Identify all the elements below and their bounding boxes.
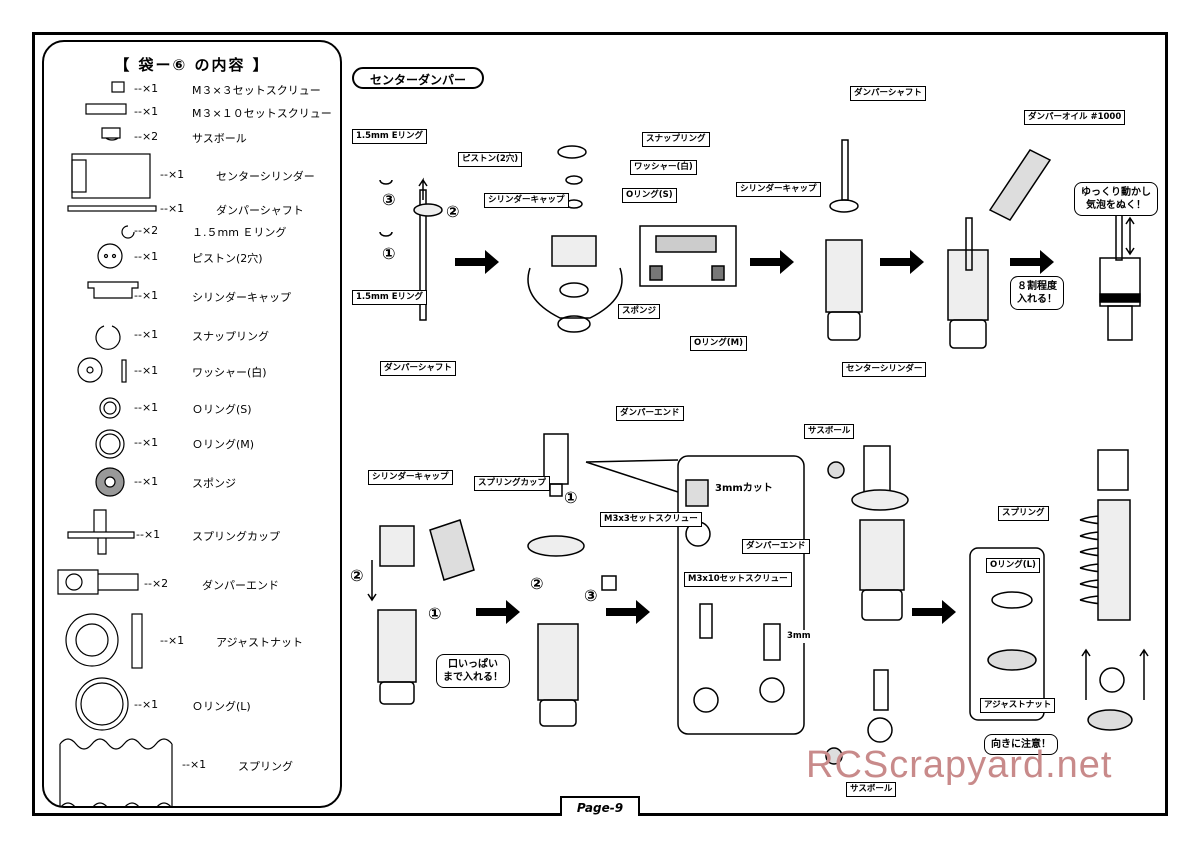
sus-ball-icon [101,127,121,141]
damper-shaft-icon [67,205,157,212]
label-damper-oil: ダンパーオイル #1000 [1024,110,1126,125]
label-sus-ball-2: サスボール [846,782,897,797]
label-cut-3mm: 3mmカット [712,482,776,495]
oring-s-icon [99,397,121,419]
label-sus-ball-1: サスボール [804,424,855,439]
label-snap-ring: スナップリング [642,132,710,147]
label-damper-shaft-1: ダンパーシャフト [380,361,456,376]
step-number: ① [564,488,578,507]
label-washer: ワッシャー(白) [630,160,697,175]
section-title: センターダンパー [352,67,485,89]
step-arrow-icons [455,250,1054,624]
step-number: ① [382,244,396,263]
label-e-ring-top: 1.5mm Eリング [352,129,428,144]
piston-icon [97,243,123,269]
parts-list-panel: 【 袋ー⑥ の内容 】 [42,40,342,808]
label-dim-3mm: 3mm [784,630,814,643]
set-screw-small-icon [111,81,125,93]
label-oring-s: Oリング(S) [622,188,677,203]
step-number: ① [428,604,442,623]
center-cylinder-drawing [825,139,1052,349]
step-number: ② [446,202,460,221]
parts-list-title: 【 袋ー⑥ の内容 】 [114,56,270,74]
note-fill-80: ８割程度 入れる！ [1010,276,1064,310]
label-damper-end-2: ダンパーエンド [742,539,810,554]
note-remove-bubbles: ゆっくり動かし 気泡をぬく！ [1074,182,1158,216]
adjust-nut-icon [65,613,119,667]
label-e-ring-bottom: 1.5mm Eリング [352,290,428,305]
label-cylinder-cap-3: シリンダーキャップ [368,470,453,485]
label-cylinder-cap-1: シリンダーキャップ [484,193,569,208]
label-damper-end-1: ダンパーエンド [616,406,684,421]
snap-ring-icon [95,325,121,350]
set-screw-long-icon [85,103,127,115]
note-orientation: 向きに注意！ [984,734,1058,755]
washer-icon [77,357,103,383]
parts-icons [57,81,173,806]
label-damper-shaft-2: ダンパーシャフト [850,86,926,101]
note-fill-full: 口いっぱい まで入れる！ [436,654,510,688]
piston-assembly-drawing [379,177,443,321]
label-m3x10: M3x10セットスクリュー [684,572,792,587]
cap-cross-section-drawing [639,225,737,287]
cylinder-cap-icon [87,281,139,299]
label-piston: ピストン(2穴) [458,152,523,167]
detail-inset-box [677,455,805,735]
watermark: RCScrapyard.net [806,744,1113,786]
oring-m-icon [95,429,125,459]
spring-cup-icon [67,509,135,555]
step-number: ③ [584,586,598,605]
page-number: Page-9 [560,796,640,816]
bottom-assembly-drawings [367,433,1149,765]
label-spring: スプリング [998,506,1049,521]
label-center-cylinder: センターシリンダー [842,362,927,377]
label-oring-m: Oリング(M) [690,336,747,351]
step-number: ② [350,566,364,585]
label-m3x3: M3x3セットスクリュー [600,512,702,527]
label-cylinder-cap-2: シリンダーキャップ [736,182,821,197]
label-adjust-nut: アジャストナット [980,698,1056,713]
label-oring-l: Oリング(L) [986,558,1040,573]
oring-l-icon [75,677,129,731]
step-number: ② [530,574,544,593]
step-number: ③ [382,190,396,209]
spring-icon [59,738,173,806]
label-spring-cup: スプリングカップ [474,476,551,491]
label-sponge: スポンジ [618,304,661,319]
damper-end-icon [57,569,139,595]
e-ring-icon [121,225,135,239]
bubble-removal-drawing [1099,211,1141,341]
cylinder-cap-drawing [527,145,623,333]
oring-nut-inset-box [969,547,1045,721]
